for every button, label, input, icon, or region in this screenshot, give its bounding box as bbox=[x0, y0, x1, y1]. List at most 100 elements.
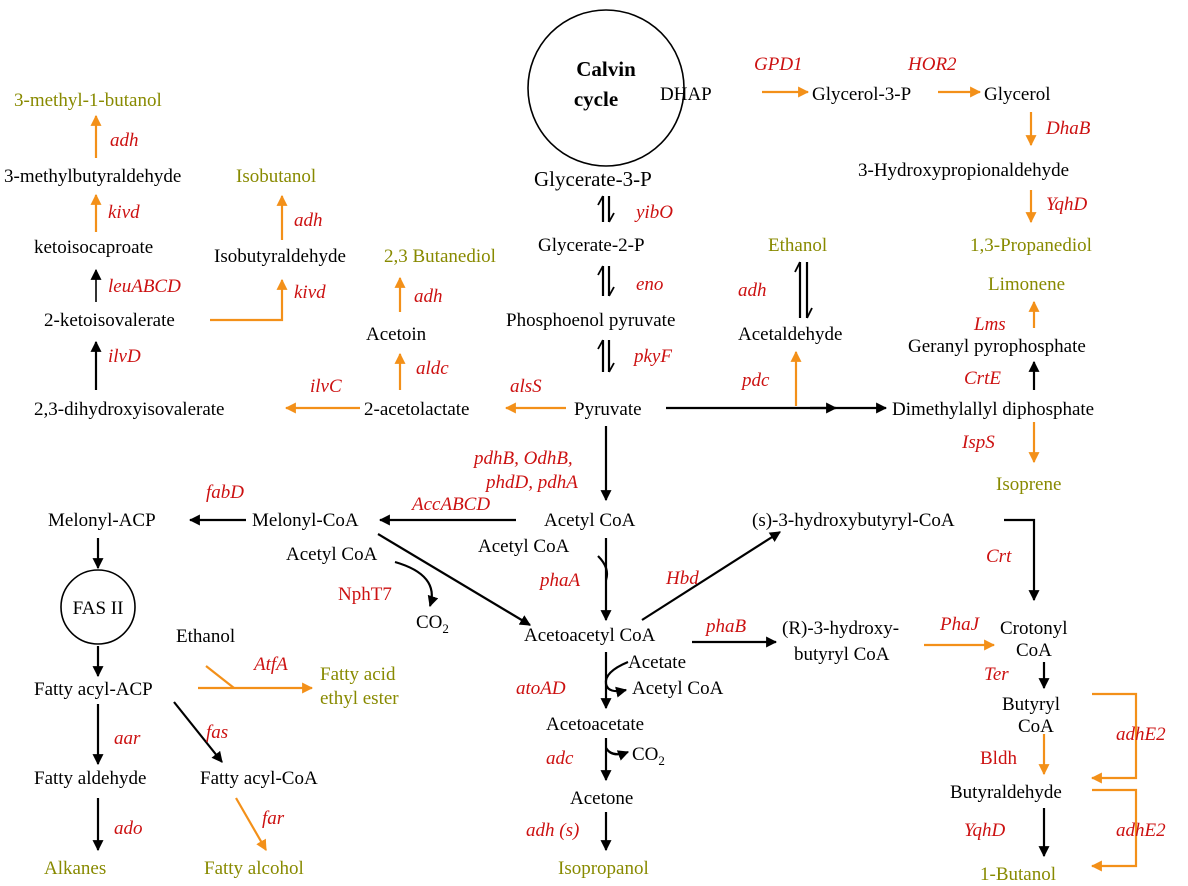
arrow-ethanol-faee bbox=[205, 665, 235, 689]
arrow-adhe2-butyryl-butyraldehyde bbox=[1090, 692, 1138, 784]
enzyme-gpd1: GPD1 bbox=[754, 54, 803, 75]
enzyme-atoad: atoAD bbox=[516, 678, 566, 699]
node-acetoin: Acetoin bbox=[366, 324, 427, 345]
enzyme-phab: phaB bbox=[704, 616, 747, 637]
node-acetaldehyde: Acetaldehyde bbox=[738, 324, 842, 345]
enzyme-kivd-isobutyraldehyde: kivd bbox=[294, 282, 326, 303]
node-geranyl-pyrophosphate: Geranyl pyrophosphate bbox=[908, 336, 1086, 357]
node-2-ketoisovalerate: 2-ketoisovalerate bbox=[44, 310, 175, 331]
node-dhap: DHAP bbox=[660, 84, 712, 105]
eq-arrow-g2p-pep bbox=[597, 265, 615, 297]
node-glycerate-3-p: Glycerate-3-P bbox=[534, 167, 652, 191]
node-dimethylallyl-diphosphate: Dimethylallyl diphosphate bbox=[892, 399, 1094, 420]
product-ethanol: Ethanol bbox=[768, 235, 827, 256]
node-glycerol: Glycerol bbox=[984, 84, 1050, 105]
node-co2-adc: CO2 bbox=[632, 744, 665, 768]
arrow-acetoacetylcoa-s3hbcoa bbox=[641, 531, 781, 621]
atoad-acetate-curve bbox=[604, 660, 629, 698]
node-crotonyl-coa-line2: CoA bbox=[1016, 640, 1052, 661]
enzyme-yibo: yibO bbox=[634, 202, 673, 223]
product-fatty-alcohol: Fatty alcohol bbox=[204, 858, 304, 879]
enzyme-ilvc: ilvC bbox=[310, 376, 342, 397]
enzyme-adhe2-butyryl: adhE2 bbox=[1116, 724, 1166, 745]
enzyme-pkyf: pkyF bbox=[632, 346, 672, 367]
enzyme-pdh-line1: pdhB, OdhB, bbox=[472, 448, 573, 469]
enzyme-leuabcd: leuABCD bbox=[108, 276, 181, 297]
product-fatty-acid-ethyl-ester-line2: ethyl ester bbox=[320, 688, 399, 709]
node-acetone: Acetone bbox=[570, 788, 633, 809]
product-isoprene: Isoprene bbox=[996, 474, 1061, 495]
product-isobutanol: Isobutanol bbox=[236, 166, 316, 187]
npht7-co2-curve bbox=[394, 560, 439, 608]
node-acetyl-coa-cosubstrate: Acetyl CoA bbox=[478, 536, 570, 557]
product-2-3-butanediol: 2,3 Butanediol bbox=[384, 246, 496, 267]
enzyme-labels: GPD1 HOR2 DhaB YqhD yibO eno pkyF adh pd… bbox=[108, 54, 1166, 841]
enzyme-adhe2-butyraldehyde: adhE2 bbox=[1116, 820, 1166, 841]
enzyme-atfa: AtfA bbox=[252, 654, 288, 675]
node-acetate: Acetate bbox=[628, 652, 686, 673]
node-s-3-hydroxybutyryl-coa: (s)-3-hydroxybutyryl-CoA bbox=[752, 510, 955, 531]
node-fas-ii: FAS II bbox=[73, 598, 124, 619]
product-alkanes: Alkanes bbox=[44, 858, 106, 879]
node-butyryl-coa-line2: CoA bbox=[1018, 716, 1054, 737]
node-pyruvate: Pyruvate bbox=[574, 399, 642, 420]
node-isobutyraldehyde: Isobutyraldehyde bbox=[214, 246, 346, 267]
enzyme-yqhd-butanol: YqhD bbox=[964, 820, 1005, 841]
product-1-3-propanediol: 1,3-Propanediol bbox=[970, 235, 1092, 256]
enzyme-adh-isobutanol: adh bbox=[294, 210, 323, 231]
arrow-ketoisovalerate-isobutyraldehyde bbox=[210, 278, 288, 322]
product-1-butanol: 1-Butanol bbox=[980, 864, 1056, 885]
eq-arrow-ethanol-acetaldehyde bbox=[794, 261, 813, 319]
phaa-acetylcoa-curve bbox=[597, 555, 609, 581]
enzyme-dhab: DhaB bbox=[1045, 118, 1091, 139]
node-2-3-dihydroxyisovalerate: 2,3-dihydroxyisovalerate bbox=[34, 399, 224, 420]
enzyme-bldh: Bldh bbox=[980, 748, 1017, 769]
enzyme-phaj: PhaJ bbox=[939, 614, 981, 635]
enzyme-crte: CrtE bbox=[964, 368, 1001, 389]
enzyme-fas: fas bbox=[206, 722, 228, 743]
enzyme-ado: ado bbox=[114, 818, 143, 839]
node-glycerol-3-p: Glycerol-3-P bbox=[812, 84, 911, 105]
metabolite-labels: Calvin cycle DHAP Glycerol-3-P Glycerol … bbox=[4, 57, 1094, 809]
node-butyraldehyde: Butyraldehyde bbox=[950, 782, 1062, 803]
node-co2-npht7: CO2 bbox=[416, 612, 449, 636]
node-r-3-hydroxybutyryl-coa-line1: (R)-3-hydroxy- bbox=[782, 618, 899, 639]
enzyme-accabcd: AccABCD bbox=[410, 494, 490, 515]
node-acetyl-coa: Acetyl CoA bbox=[544, 510, 636, 531]
arrow-melonylcoa-acetoacetylcoa bbox=[377, 533, 531, 626]
eq-arrow-pep-pyruvate bbox=[597, 339, 615, 373]
arrow-fattyacylacp-fattyacylcoa bbox=[173, 701, 223, 763]
node-3-hydroxypropionaldehyde: 3-Hydroxypropionaldehyde bbox=[858, 160, 1069, 181]
node-fatty-acyl-acp: Fatty acyl-ACP bbox=[34, 679, 153, 700]
adc-co2-curve bbox=[605, 747, 630, 761]
enzyme-eno: eno bbox=[636, 274, 663, 295]
node-melonyl-acp: Melonyl-ACP bbox=[48, 510, 156, 531]
node-crotonyl-coa-line1: Crotonyl bbox=[1000, 618, 1068, 639]
fas2-circle bbox=[60, 569, 136, 645]
node-acetyl-coa-atoad: Acetyl CoA bbox=[632, 678, 724, 699]
enzyme-pdc: pdc bbox=[740, 370, 770, 391]
arrow-s3hbcoa-crotonylcoa bbox=[1004, 518, 1040, 602]
node-acetyl-coa-npht7: Acetyl CoA bbox=[286, 544, 378, 565]
enzyme-adh-ethanol: adh bbox=[738, 280, 767, 301]
product-3-methyl-1-butanol: 3-methyl-1-butanol bbox=[14, 90, 162, 111]
enzyme-adc: adc bbox=[546, 748, 574, 769]
arrow-fattyacylcoa-fattyalcohol bbox=[235, 797, 267, 851]
node-phosphoenol-pyruvate: Phosphoenol pyruvate bbox=[506, 310, 675, 331]
enzyme-npht7: NphT7 bbox=[338, 584, 392, 605]
enzyme-ter: Ter bbox=[984, 664, 1009, 685]
product-fatty-acid-ethyl-ester-line1: Fatty acid bbox=[320, 664, 396, 685]
enzyme-adh-methylbutanol: adh bbox=[110, 130, 139, 151]
enzyme-pdh-line2: phdD, pdhA bbox=[484, 472, 578, 493]
enzyme-fabd: fabD bbox=[206, 482, 244, 503]
eq-arrow-g3p-g2p bbox=[597, 195, 615, 223]
enzyme-isps: IspS bbox=[961, 432, 995, 453]
product-limonene: Limonene bbox=[988, 274, 1065, 295]
enzyme-crt: Crt bbox=[986, 546, 1012, 567]
product-isopropanol: Isopropanol bbox=[558, 858, 649, 879]
node-butyryl-coa-line1: Butyryl bbox=[1002, 694, 1060, 715]
enzyme-ilvd: ilvD bbox=[108, 346, 141, 367]
enzyme-phaa: phaA bbox=[538, 570, 581, 591]
calvin-cycle-label-line2: cycle bbox=[574, 87, 618, 111]
